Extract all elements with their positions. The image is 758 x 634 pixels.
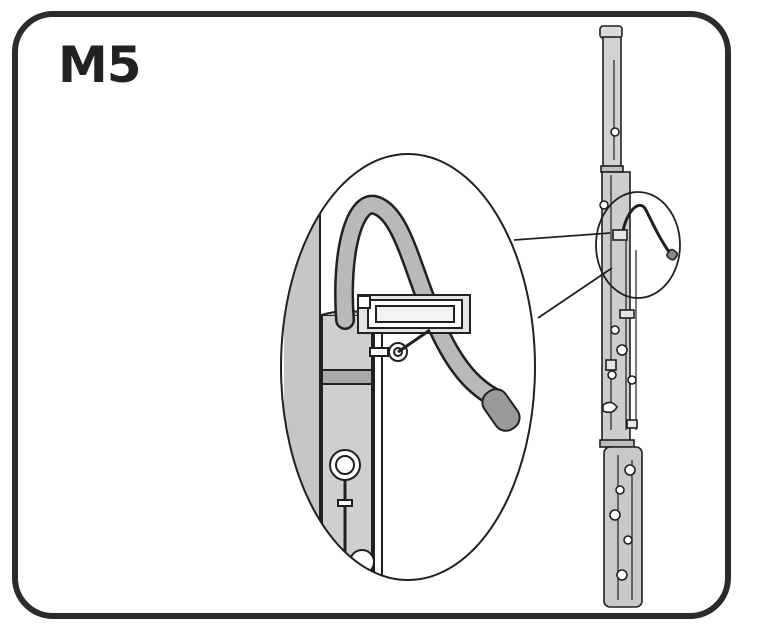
connector-line-bottom — [537, 267, 613, 319]
step-label: M5 — [58, 36, 142, 94]
bocal-attached-detail-magnifier — [280, 153, 536, 581]
connector-line-top — [513, 232, 611, 241]
detail-small-circle — [595, 191, 681, 299]
bassoon-illustration — [599, 25, 679, 608]
